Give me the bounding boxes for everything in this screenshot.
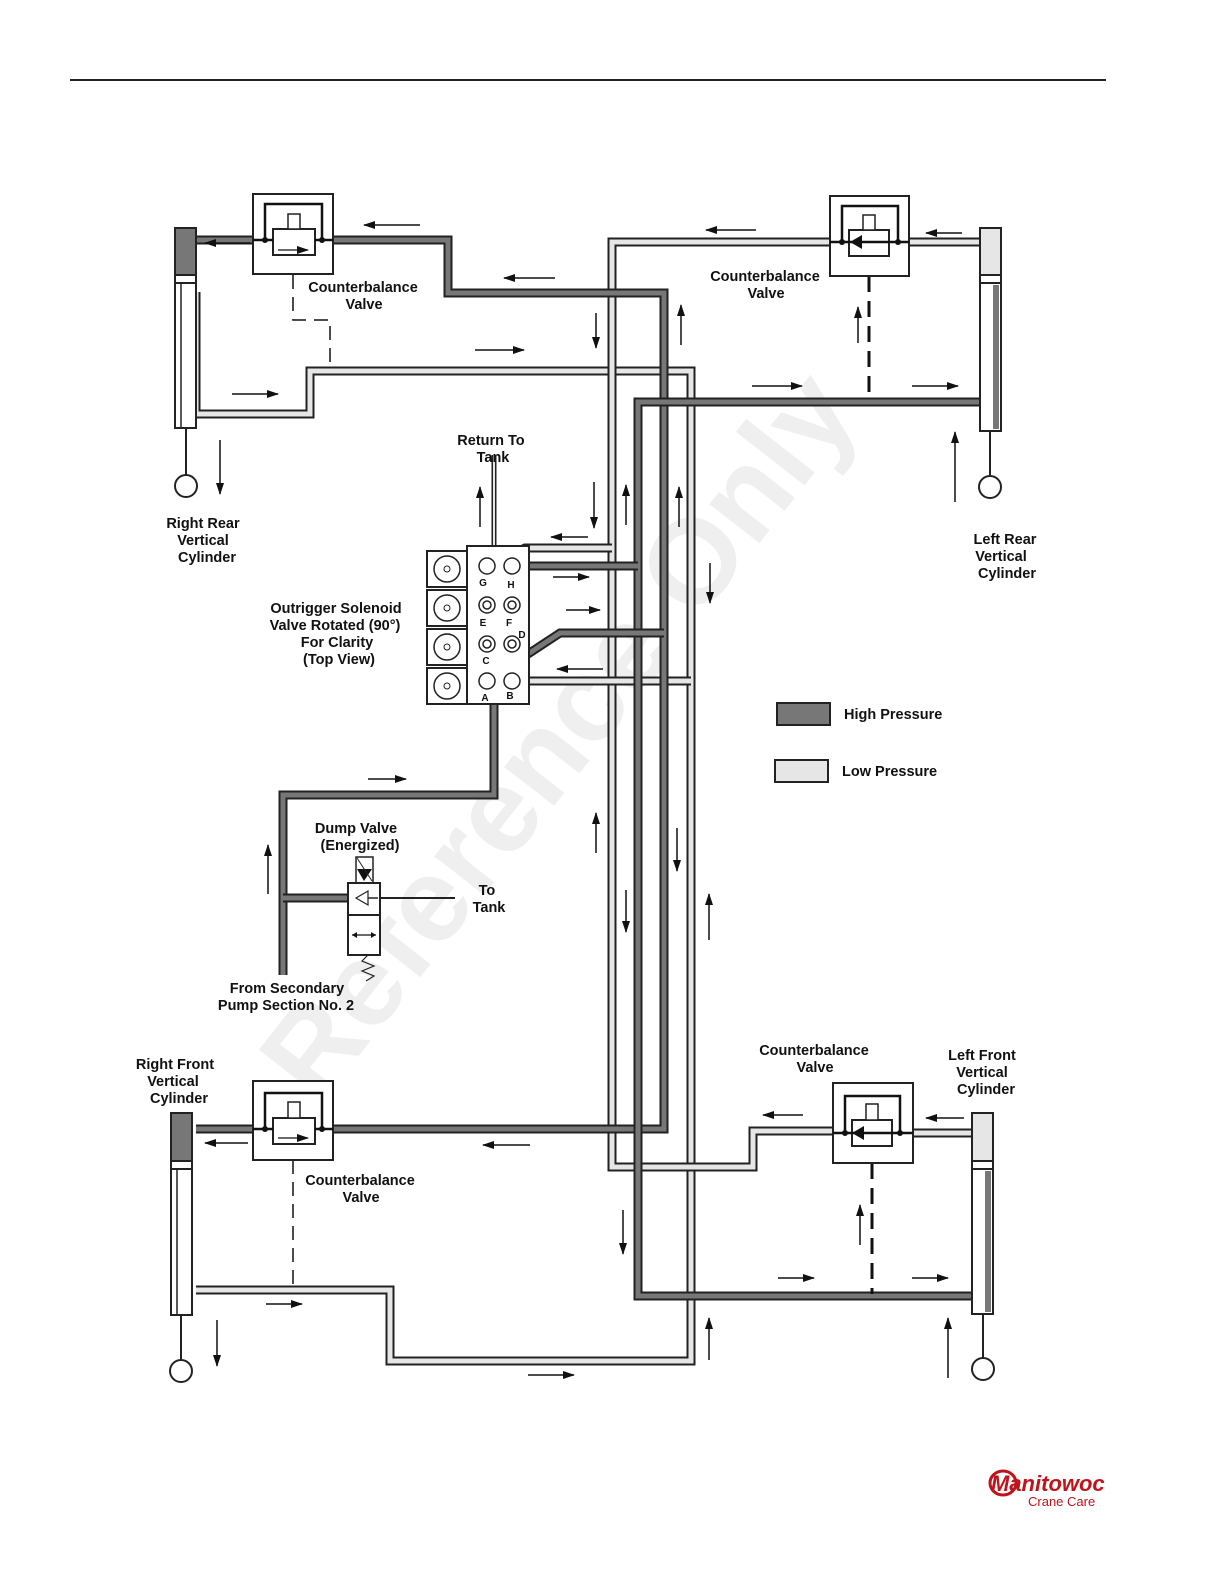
label-cb-valve-rf: Counterbalance Valve	[305, 1173, 419, 1206]
label-return-to-tank: Return To Tank	[457, 433, 528, 466]
port-label-f: F	[506, 618, 512, 629]
port-label-c: C	[482, 656, 489, 667]
label-to-tank: To Tank	[473, 883, 507, 916]
right-rear-cylinder	[174, 227, 198, 498]
manitowoc-logo: Manitowoc Crane Care	[988, 1469, 1105, 1509]
port-label-e: E	[480, 618, 487, 629]
label-from-pump: From Secondary Pump Section No. 2	[218, 981, 354, 1014]
label-cb-valve-lf: Counterbalance Valve	[759, 1043, 873, 1076]
legend: High Pressure Low Pressure	[774, 702, 942, 783]
label-right-front-cylinder: Right Front Vertical Cylinder	[136, 1057, 218, 1107]
high-line-pressure-in	[278, 700, 499, 975]
legend-high-label: High Pressure	[844, 707, 942, 723]
flow-arrows	[204, 221, 964, 1379]
pilot-lines	[292, 275, 874, 1294]
port-label-a: A	[481, 693, 488, 704]
left-front-cylinder	[971, 1112, 995, 1381]
port-label-b: B	[506, 691, 513, 702]
counterbalance-valve-rf	[252, 1080, 334, 1161]
legend-low-label: Low Pressure	[842, 764, 937, 780]
counterbalance-valve-lf	[832, 1082, 914, 1164]
label-cb-valve-lr: Counterbalance Valve	[710, 269, 824, 302]
legend-low-swatch	[774, 759, 829, 783]
label-cb-valve-rr: Counterbalance Valve	[308, 280, 422, 313]
diagram-labels: Counterbalance Valve Counterbalance Valv…	[136, 269, 1041, 1206]
label-solenoid-valve: Outrigger Solenoid Valve Rotated (90°) F…	[270, 601, 406, 668]
high-pressure-lines	[196, 235, 980, 1301]
low-line-right-rear	[191, 292, 696, 1366]
dump-valve	[347, 856, 381, 982]
cylinder-pin-icon	[174, 474, 198, 498]
label-dump-valve: Dump Valve (Energized)	[315, 821, 401, 854]
port-label-h: H	[507, 580, 514, 591]
outrigger-solenoid-valve: G H E F C D A B	[426, 545, 530, 705]
port-label-d: D	[518, 630, 525, 641]
cylinder-pin-icon	[169, 1359, 193, 1383]
brand-sub: Crane Care	[1028, 1494, 1095, 1509]
label-right-rear-cylinder: Right Rear Vertical Cylinder	[166, 516, 243, 566]
low-line-left-rear	[607, 237, 833, 1172]
solenoid-coils	[426, 550, 468, 705]
brand-name: Manitowoc	[991, 1471, 1105, 1496]
cylinder-pin-icon	[978, 475, 1002, 499]
label-left-rear-cylinder: Left Rear Vertical Cylinder	[974, 532, 1041, 582]
label-left-front-cylinder: Left Front Vertical Cylinder	[948, 1048, 1020, 1098]
right-front-cylinder	[169, 1112, 193, 1383]
left-rear-cylinder	[978, 227, 1002, 499]
counterbalance-valve-rr	[252, 193, 334, 275]
logo-swoosh-icon	[988, 1469, 1018, 1497]
legend-high-swatch	[776, 702, 831, 726]
valve-ports	[478, 557, 521, 690]
port-label-g: G	[479, 578, 487, 589]
cylinder-pin-icon	[971, 1357, 995, 1381]
counterbalance-valve-lr	[829, 195, 910, 277]
high-line-left-rear	[633, 397, 980, 1301]
